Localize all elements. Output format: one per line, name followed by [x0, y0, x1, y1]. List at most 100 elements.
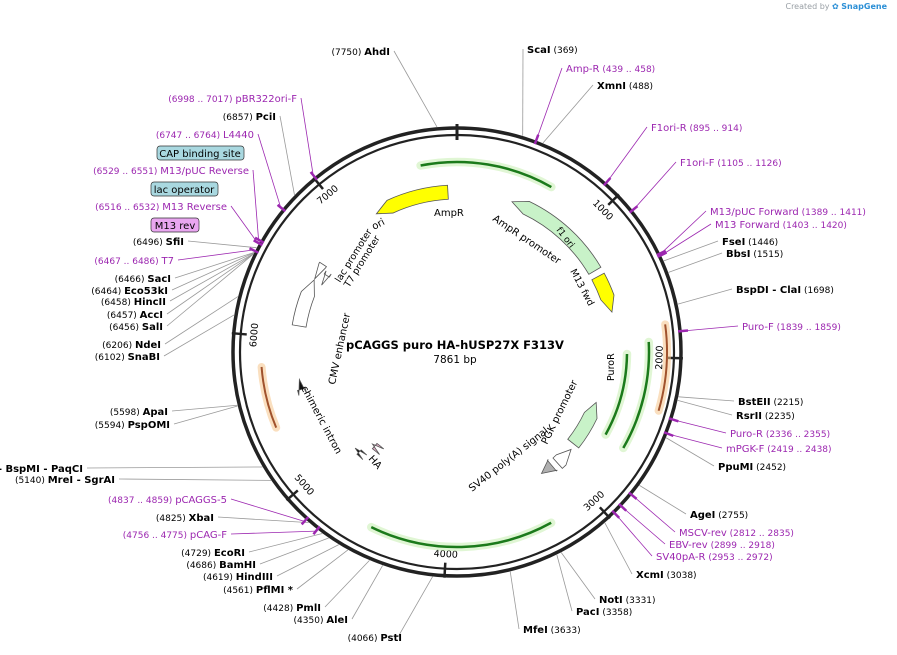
- primer-mscv-rev: MSCV-rev (2812 .. 2835): [679, 528, 794, 539]
- enzyme-name: BbsI: [726, 249, 750, 260]
- enzyme-name: ApaI: [143, 407, 168, 418]
- enzyme-position: (6458): [101, 298, 134, 308]
- enzyme-site-bfuai: (5228) BfuAI - BspMI - PaqCI: [0, 464, 83, 475]
- primer-leader-line: [230, 530, 316, 535]
- enzyme-leader-line: [166, 253, 254, 327]
- enzyme-site-pspomi: (5594) PspOMI: [95, 420, 170, 431]
- ampr-orf-arc-halo: [416, 157, 556, 192]
- enzyme-leader-line: [509, 571, 520, 630]
- feature-cmv-enhancer-arrow: [291, 279, 315, 328]
- tick-mark: [312, 176, 324, 190]
- feature-label-m13-fwd: M13 fwd: [567, 267, 596, 308]
- enzyme-name: PflMI *: [256, 585, 294, 596]
- enzyme-site-acci: (6457) AccI: [107, 310, 163, 321]
- primer-puro-r: Puro-R (2336 .. 2355): [730, 429, 830, 440]
- primer-name: SV40pA-R: [656, 552, 705, 563]
- tick-mark: [285, 489, 299, 502]
- primer-name: M13/pUC Reverse: [160, 166, 249, 177]
- primer-m13-puc-reverse: (6529 .. 6551) M13/pUC Reverse: [93, 166, 249, 177]
- enzyme-position: (4825): [156, 514, 189, 524]
- enzyme-position: (2755): [715, 511, 748, 521]
- enzyme-name: PciI: [256, 112, 276, 123]
- primer-leader-line: [683, 325, 739, 332]
- primer-leader-line: [633, 496, 676, 533]
- primer-leader-line: [177, 249, 254, 261]
- primer-sv40pa-r: SV40pA-R (2953 .. 2972): [656, 552, 773, 563]
- enzyme-position: (2452): [753, 463, 786, 473]
- enzyme-site-bamhi: (4686) BamHI: [186, 560, 256, 571]
- enzyme-position: (5598): [110, 408, 143, 418]
- primer-leader-line: [230, 498, 305, 522]
- primer-amp-r: Amp-R (439 .. 458): [566, 64, 655, 75]
- primer-site-mark: [668, 417, 679, 423]
- snapgene-logo: ✿: [832, 2, 839, 11]
- enzyme-site-paci: PacI (3358): [576, 607, 632, 618]
- primer-site-mark: [312, 525, 321, 536]
- enzyme-position: (5140): [15, 476, 48, 486]
- tick-label: 6000: [248, 323, 261, 348]
- enzyme-position: (6206): [102, 341, 135, 351]
- feature-label-chimeric-intron: chimeric intron: [298, 384, 343, 456]
- enzyme-site-pflmi: (4561) PflMI *: [223, 585, 294, 596]
- primer-name: pCAGGS-5: [175, 495, 227, 506]
- enzyme-position: (2235): [762, 412, 795, 422]
- primer-range: (6467 .. 6486): [94, 257, 161, 267]
- primer-site-mark: [656, 249, 667, 257]
- primer-pcaggs-5: (4837 .. 4859) pCAGGS-5: [108, 495, 227, 506]
- enzyme-name: SnaBI: [128, 352, 160, 363]
- enzyme-name: XbaI: [189, 513, 214, 524]
- primer-name: F1ori-R: [651, 123, 687, 134]
- enzyme-name: HindIII: [236, 572, 273, 583]
- enzyme-position: (6464): [91, 287, 124, 297]
- primer-name: mPGK-F: [726, 444, 765, 455]
- enzyme-position: (4350): [294, 616, 327, 626]
- enzyme-name: HincII: [134, 297, 166, 308]
- primer-range: (6529 .. 6551): [93, 167, 160, 177]
- enzyme-leader-line: [677, 288, 733, 305]
- enzyme-name: XcmI: [636, 570, 664, 581]
- enzyme-position: (3038): [664, 571, 697, 581]
- enzyme-name: PmlI: [296, 603, 321, 614]
- primer-range: (2336 .. 2355): [763, 430, 830, 440]
- enzyme-leader-line: [668, 252, 723, 273]
- primer-range: (439 .. 458): [600, 65, 656, 75]
- enzyme-leader-line: [560, 552, 596, 600]
- enzyme-leader-line: [259, 537, 329, 565]
- primer-range: (1403 .. 1420): [780, 221, 847, 231]
- m13-rev-badge: M13 rev: [150, 217, 200, 233]
- enzyme-name: PpuMI: [718, 462, 753, 473]
- enzyme-site-bspdi: BspDI - ClaI (1698): [736, 285, 834, 296]
- enzyme-site-hindiii: (4619) HindIII: [203, 572, 273, 583]
- primer-orf-arc: [657, 324, 668, 412]
- feature-sv40-polya-box: [540, 459, 558, 475]
- cap-binding-site-label: CAP binding site: [159, 149, 241, 160]
- enzyme-leader-line: [393, 50, 438, 128]
- feature-chimeric-intron-block: [297, 377, 307, 396]
- plasmid-name: pCAGGS puro HA-hUSP27X F313V: [346, 338, 564, 352]
- primer-leader-line: [674, 419, 727, 434]
- enzyme-leader-line: [397, 576, 433, 638]
- feature-label-ha: HA: [366, 454, 384, 472]
- enzyme-position: (3633): [548, 626, 581, 636]
- primer-name: Amp-R: [566, 64, 600, 75]
- primer-site-mark: [602, 177, 612, 187]
- primer-range: (1839 .. 1859): [774, 323, 841, 333]
- primer-range: (6747 .. 6764): [156, 131, 223, 141]
- primer-site-mark: [677, 329, 689, 333]
- primer-site-mark: [253, 239, 264, 247]
- primer-leader-line: [669, 434, 723, 449]
- enzyme-position: (4619): [203, 573, 236, 583]
- primer-leader-line: [661, 210, 707, 253]
- enzyme-name: AgeI: [690, 510, 715, 521]
- snapgene-credit: Created by ✿ SnapGene: [785, 2, 887, 11]
- enzyme-leader-line: [166, 253, 254, 315]
- enzyme-name: NdeI: [135, 340, 161, 351]
- primer-name: Puro-R: [730, 429, 763, 440]
- primer-leader-line: [230, 205, 258, 243]
- enzyme-leader-line: [665, 437, 715, 467]
- feature-ampr-arrow: [511, 200, 602, 275]
- primer-range: (2953 .. 2972): [705, 553, 772, 563]
- enzyme-name: AleI: [326, 615, 348, 626]
- primer-mpgk-f: mPGK-F (2419 .. 2438): [726, 444, 832, 455]
